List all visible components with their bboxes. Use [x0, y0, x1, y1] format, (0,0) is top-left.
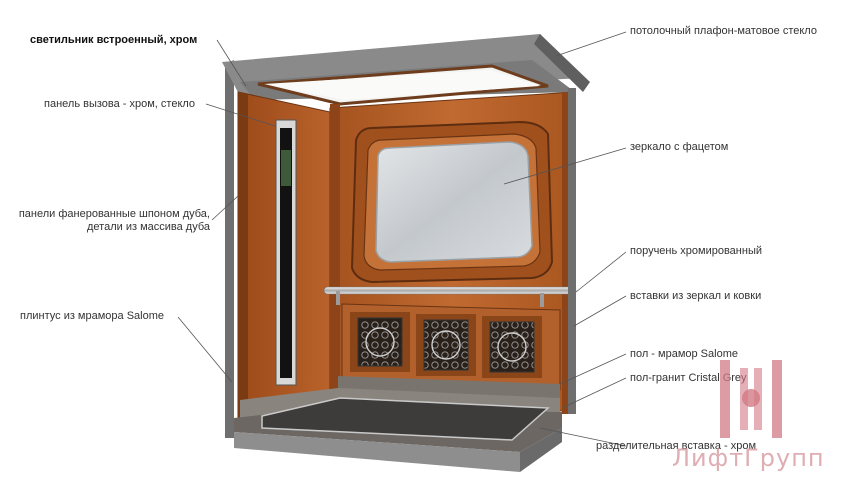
label-built-in-light: светильник встроенный, хром	[30, 34, 198, 46]
label-call-panel: панель вызова - хром, стекло	[44, 98, 196, 110]
label-marble-plinth: плинтус из мрамора Salome	[20, 310, 164, 322]
lower-panel	[341, 303, 561, 391]
label-mirror-forged-inserts: вставки из зеркал и ковки	[630, 290, 762, 302]
company-logo-mark	[720, 360, 782, 438]
label-veneer-panels-line2: детали из массива дуба	[87, 221, 210, 233]
label-floor-marble: пол - мрамор Salome	[630, 348, 738, 360]
label-faceted-mirror: зеркало с фацетом	[630, 141, 729, 153]
right-post	[568, 88, 576, 414]
faceted-mirror	[375, 141, 533, 263]
label-floor-granite: пол-гранит Cristal Grey	[630, 372, 747, 384]
floor-assembly	[234, 376, 562, 472]
label-chrome-divider: разделительная вставка - хром	[596, 440, 757, 452]
company-watermark-text: ЛифтГрупп	[672, 444, 825, 472]
ceiling-plafond	[257, 64, 549, 106]
label-ceiling-plafond: потолочный плафон-матовое стекло	[630, 25, 817, 37]
leader-lines	[177, 31, 627, 447]
call-panel	[275, 119, 297, 386]
label-veneer-panels-line1: панели фанерованные шпоном дуба,	[18, 208, 210, 220]
label-chrome-handrail: поручень хромированный	[630, 245, 762, 257]
